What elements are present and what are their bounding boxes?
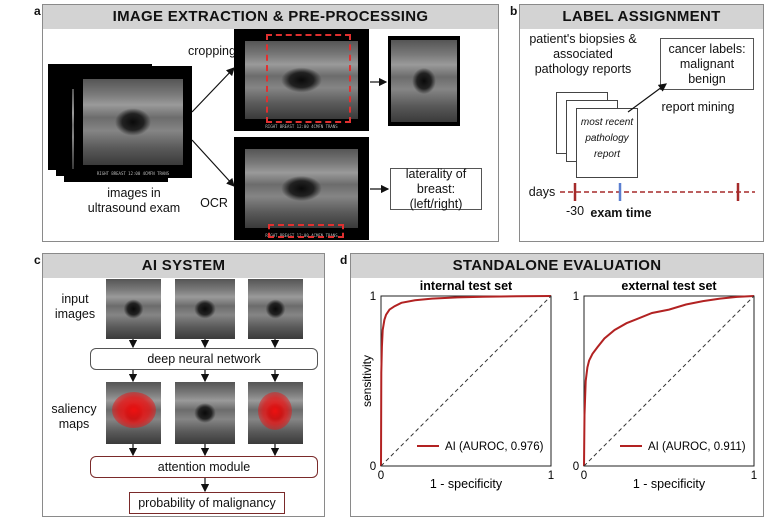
chart2-xtick-1: 1	[751, 470, 757, 482]
chart1-xlabel: 1 - specificity	[430, 477, 503, 491]
panel-a-title: IMAGE EXTRACTION & PRE-PROCESSING	[43, 5, 498, 29]
panel-d-title: STANDALONE EVALUATION	[351, 254, 763, 278]
chart1-ytick-0: 0	[370, 461, 376, 473]
cropping-label: cropping	[188, 44, 236, 58]
chart1-legend-label: AI (AUROC, 0.976)	[445, 441, 544, 453]
input-image-3	[248, 279, 303, 339]
input-images-label: input images	[54, 292, 96, 321]
cancer-labels-box: cancer labels: malignant benign	[660, 38, 754, 90]
saliency-maps-label: saliency maps	[51, 402, 97, 431]
input-image-2	[175, 279, 235, 339]
panel-c-letter: c	[34, 253, 41, 267]
chart1-xtick-1: 1	[548, 470, 554, 482]
patient-text: patient's biopsies & associated patholog…	[529, 32, 637, 76]
panel-d: STANDALONE EVALUATION	[350, 253, 764, 517]
chart2-ytick-1: 1	[573, 291, 579, 303]
us-stack-front: RIGHT BREAST 12:00 4CMFN TRANS	[74, 66, 192, 178]
chart1-roc-curve	[380, 295, 552, 467]
minus30-label: -30	[565, 204, 585, 218]
input-image-1	[106, 279, 161, 339]
chart2-roc-curve	[583, 295, 755, 467]
saliency-map-1	[106, 382, 161, 444]
ocr-region	[268, 224, 344, 238]
days-label: days	[528, 185, 556, 199]
panel-d-letter: d	[340, 253, 348, 267]
deep-nn-box: deep neural network	[90, 348, 318, 370]
panel-b-title: LABEL ASSIGNMENT	[520, 5, 763, 29]
attention-module-box: attention module	[90, 456, 318, 478]
cropped-output	[388, 36, 460, 126]
report-page-1: most recent pathology report	[576, 108, 638, 178]
us-crop-source: RIGHT BREAST 12:00 4CMFN TRANS	[234, 29, 369, 131]
panel-c-title: AI SYSTEM	[43, 254, 324, 278]
exam-time-label: exam time	[590, 206, 652, 220]
chart1-xtick-0: 0	[378, 470, 384, 482]
chart1-chance-line	[380, 295, 552, 467]
ocr-label: OCR	[200, 196, 228, 210]
saliency-map-2	[175, 382, 235, 444]
chart2-chance-line	[583, 295, 755, 467]
us-ocr-source: RIGHT BREAST 12:00 4CMFN TRANS	[234, 137, 369, 240]
chart1-ylabel: sensitivity	[360, 355, 374, 407]
images-label: images in ultrasound exam	[87, 186, 181, 215]
chart1-ytick-1: 1	[370, 291, 376, 303]
chart2-plot-frame	[583, 295, 755, 467]
panel-b-letter: b	[510, 4, 518, 18]
chart2-xlabel: 1 - specificity	[633, 477, 706, 491]
report-mining-label: report mining	[661, 100, 735, 114]
panel-b: LABEL ASSIGNMENT	[519, 4, 764, 242]
chart2-xtick-0: 0	[581, 470, 587, 482]
chart2-title: external test set	[621, 279, 717, 293]
crop-region	[266, 34, 351, 123]
saliency-map-3	[248, 382, 303, 444]
chart1-title: internal test set	[420, 279, 513, 293]
probability-box: probability of malignancy	[129, 492, 285, 514]
laterality-box: laterality of breast: (left/right)	[390, 167, 482, 211]
panel-a-letter: a	[34, 4, 41, 18]
chart2-legend-label: AI (AUROC, 0.911)	[648, 441, 746, 453]
chart2-ytick-0: 0	[573, 461, 579, 473]
